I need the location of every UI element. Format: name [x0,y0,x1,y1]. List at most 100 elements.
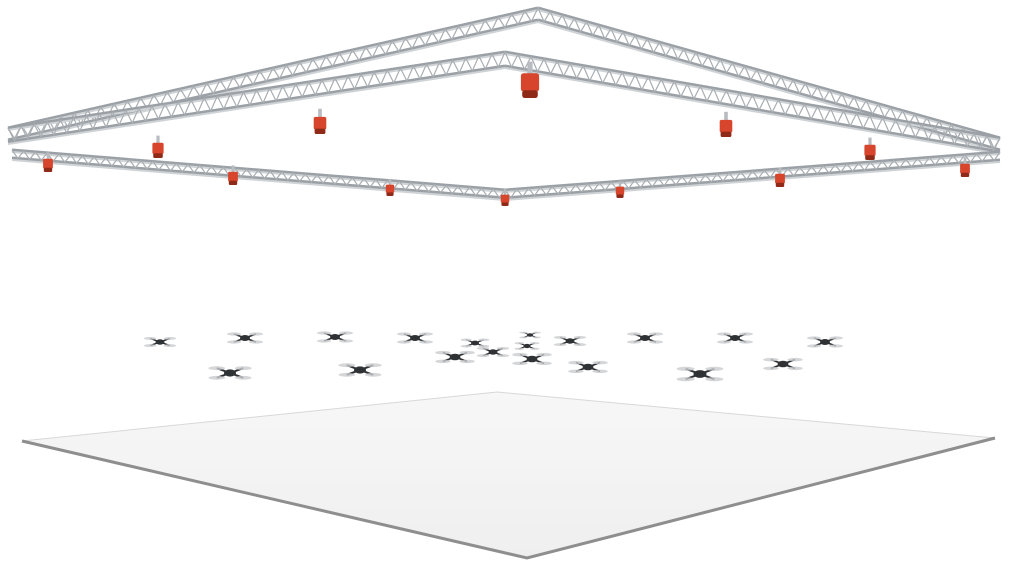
truss-lattice [334,75,349,93]
quadcopter-drone [568,360,608,374]
truss-lattice [386,67,401,85]
truss-lattice [33,121,48,139]
truss-front-left [11,148,506,201]
truss-lattice [964,153,977,164]
truss-lattice [622,179,636,190]
truss-lattice [543,58,558,76]
truss-lattice [728,171,742,182]
truss-lattice [869,115,884,132]
truss-lattice [412,63,428,81]
truss-lattice [112,109,127,127]
truss-lattice [893,158,907,169]
truss-lattice [549,11,563,27]
motion-capture-camera [385,179,395,196]
truss-lattice [683,48,697,65]
truss-lattice [211,165,224,176]
truss-chord [7,18,539,142]
truss-lattice [391,37,407,53]
truss-lattice [398,181,412,191]
truss-lattice [563,184,577,195]
truss-lattice [975,152,989,163]
truss-lattice [634,74,649,92]
truss-lattice [778,99,793,117]
truss-lattice [517,54,532,71]
truss-lattice [246,168,259,179]
truss-lattice [304,173,318,184]
truss-lattice [575,183,588,194]
truss-lattice [328,175,342,186]
truss-lattice [738,92,754,110]
truss-frame [7,6,1001,201]
truss-lattice [175,162,189,173]
truss-lattice [947,128,962,146]
truss-lattice [695,52,709,68]
truss-lattice [716,172,730,183]
truss-lattice [373,69,388,87]
truss-lattice [93,156,107,167]
truss-lattice [347,73,362,91]
truss-lattice [281,171,295,182]
truss-lattice [921,124,936,141]
truss-lattice [151,103,166,121]
truss-lattice [986,135,1001,153]
motion-capture-camera [228,165,238,185]
drone-swarm [143,331,843,382]
truss-lattice [660,78,675,96]
truss-lattice [375,179,389,190]
quadcopter-drone [717,332,753,344]
truss-lattice [312,55,327,71]
truss-lattice [693,174,706,185]
truss-lattice [586,21,600,37]
truss-chord [504,53,1001,141]
floor-platform [21,391,996,560]
truss-lattice [917,157,930,167]
truss-lattice [817,106,832,123]
truss-lattice [81,155,95,166]
truss-chord [504,153,1001,193]
truss-inner-left [7,50,506,145]
camera-group [43,61,970,206]
quadcopter-drone [227,332,263,344]
truss-lattice [834,163,848,174]
quadcopter-drone [435,350,475,364]
truss-lattice [504,51,519,69]
truss-lattice [282,83,297,101]
truss-lattice [908,121,923,139]
truss-lattice [647,76,662,94]
truss-lattice [100,103,115,119]
truss-lattice [928,156,942,166]
truss-lattice [530,56,545,74]
truss-lattice [491,51,506,69]
truss-lattice [72,115,88,133]
truss-lattice [259,67,274,83]
truss-lattice [325,52,340,68]
truss-chord [11,151,506,193]
truss-lattice [621,72,636,89]
quadcopter-drone [476,346,510,358]
motion-capture-camera [43,152,53,172]
truss-lattice [219,76,234,92]
truss-lattice [768,72,782,89]
truss-lattice [858,161,871,172]
truss-lattice [59,117,74,135]
truss-lattice [457,22,473,38]
truss-lattice [561,14,575,30]
truss-lattice [792,79,806,95]
truss-lattice [418,31,433,47]
truss-lattice [659,41,673,58]
quadcopter-drone [763,357,803,371]
truss-lattice [105,157,119,168]
truss-lattice [551,185,565,195]
truss-lattice [410,182,424,192]
truss-lattice [882,117,897,135]
truss-lattice [510,10,526,26]
truss-lattice [869,160,883,171]
truss-lattice [645,177,659,188]
truss-lattice [539,186,553,196]
truss-lattice [34,151,48,162]
truss-lattice [192,82,208,98]
truss-lattice [206,79,221,95]
truss-lattice [719,59,734,75]
truss-lattice [85,113,101,131]
